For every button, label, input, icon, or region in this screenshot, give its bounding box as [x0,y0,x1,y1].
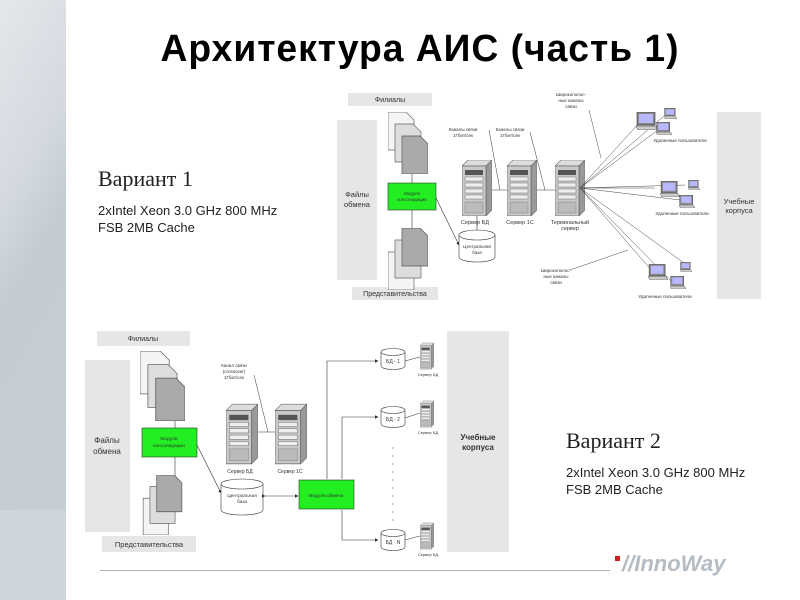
decorative-side-bar-lower [0,510,66,600]
branches-panel [348,93,432,106]
channel-label-3: 1Гбит/сек [224,375,244,380]
exchange-files-panel [85,360,130,532]
campuses-label: Учебные [724,197,755,206]
channel-label-2: (crossover) [223,369,246,374]
remote-users-label: Удаленные пользователи [655,211,709,216]
server-db-label: Сервер БД [461,220,489,226]
decorative-side-bar [0,0,66,600]
computer-icon [680,262,692,272]
document-stack-icon [388,228,428,290]
central-db-label: Центральная [463,244,491,249]
central-db-label-2: база [237,499,247,505]
channel2-label: Каналы связи [496,127,525,132]
representations-panel [352,287,438,300]
computer-icon [664,108,677,119]
consolidation-module-label: Модули [404,191,421,196]
representations-label: Представительства [115,540,184,549]
server-1c-label: Сервер 1С [277,469,303,475]
db-server-icon [462,160,492,216]
campuses-label: Учебные [460,433,496,442]
exchange-files-label: Файлы [345,190,369,199]
central-db-label-2: база [472,250,482,255]
branches-label: Филиалы [128,336,158,343]
exchange-module-box [298,479,355,510]
db-server-icon [420,400,434,428]
db-server-label: Сервер БД [418,552,439,557]
consolidation-module-box [141,427,198,458]
variant1-spec: 2xIntel Xeon 3.0 GHz 800 MHz FSB 2MB Cac… [98,203,278,235]
logo-mark-icon [615,556,620,561]
broadband-top-label-3: связи [565,104,577,109]
consolidation-module-box [387,182,437,211]
representations-panel [102,536,196,552]
dbn-label: БД - N [386,540,401,546]
exchange-files-label-2: обмена [344,200,371,209]
variant2-spec: 2xIntel Xeon 3.0 GHz 800 MHz FSB 2MB Cac… [566,465,746,497]
slide-title: Архитектура АИС (часть 1) [160,28,680,70]
broadband-bottom-label-2: ные каналы [544,274,569,279]
branches-panel [97,331,190,346]
db1-cylinder [380,348,406,370]
footer-divider [100,570,610,571]
logo-text: InnoWay [634,551,726,576]
dbn-cylinder [380,529,406,551]
computer-icon [688,180,700,190]
branches-label: Филиалы [375,97,405,104]
channel2-label-2: 1Гбит/сек [500,133,520,138]
db1-label: БД - 1 [386,359,400,365]
channel-label: Канал связи [221,363,247,368]
computer-icon [648,264,668,280]
exchange-files-label: Файлы [94,436,120,445]
db-server-label: Сервер БД [418,430,439,435]
central-db-cylinder [220,478,264,516]
broadband-bottom-label: Широкополос- [541,268,571,273]
broadband-bottom-label-3: связи [550,280,562,285]
computer-icon [660,181,680,197]
diagram-variant2: Филиалы Файлы обмена Учебные корпуса Пре… [85,331,509,557]
db-server-icon [420,522,434,550]
consolidation-module-label: Модули [160,436,178,442]
variant2-label: Вариант 2 [566,428,661,453]
server-1c-label: Сервер 1С [506,220,534,226]
db-server-label: Сервер БД [418,372,439,377]
central-db-label: Центральная [227,493,257,499]
computer-icon [636,112,658,130]
db-server-icon [420,342,434,370]
document-stack-icon [140,351,185,421]
computer-icon [656,122,672,135]
channel1-label-2: 1Гбит/сек [453,133,473,138]
campuses-label-2: корпуса [725,206,753,215]
exchange-files-panel [337,120,377,280]
server-db-label: Сервер БД [227,469,253,475]
consolidation-module-label-2: консолидации [153,444,185,449]
remote-users-label: Удаленные пользователи [638,294,692,299]
central-db-cylinder [458,229,496,263]
broadband-top-label: Широкополос- [556,92,586,97]
1c-server-icon [507,160,537,216]
exchange-files-label-2: обмена [93,447,121,456]
campuses-panel [717,112,761,299]
channel1-label: Каналы связи [449,127,478,132]
remote-users-label: Удаленные пользователи [653,138,707,143]
representations-label: Представительства [363,291,427,298]
computer-icon [679,195,695,208]
terminal-server-label-2: сервер [561,226,579,232]
1c-server-icon [275,403,307,465]
diagram-variant1: Филиалы Файлы обмена Учебные корпуса Пре… [337,92,761,300]
broadband-top-label-2: ные каналы [559,98,584,103]
computer-icon [670,276,686,289]
campuses-panel [447,331,509,552]
db2-cylinder [380,406,406,428]
terminal-server-label: Терминальный [551,219,589,226]
document-stack-icon [142,475,183,535]
db2-label: БД - 2 [386,417,400,423]
variant1-label: Вариант 1 [98,166,193,191]
exchange-module-label: Модули обмена [308,493,343,499]
db-server-icon [226,403,258,465]
innoway-logo: //InnoWay [615,551,726,577]
document-stack-icon [388,112,428,174]
consolidation-module-label-2: консолидации [397,197,427,202]
campuses-label-2: корпуса [462,443,494,452]
